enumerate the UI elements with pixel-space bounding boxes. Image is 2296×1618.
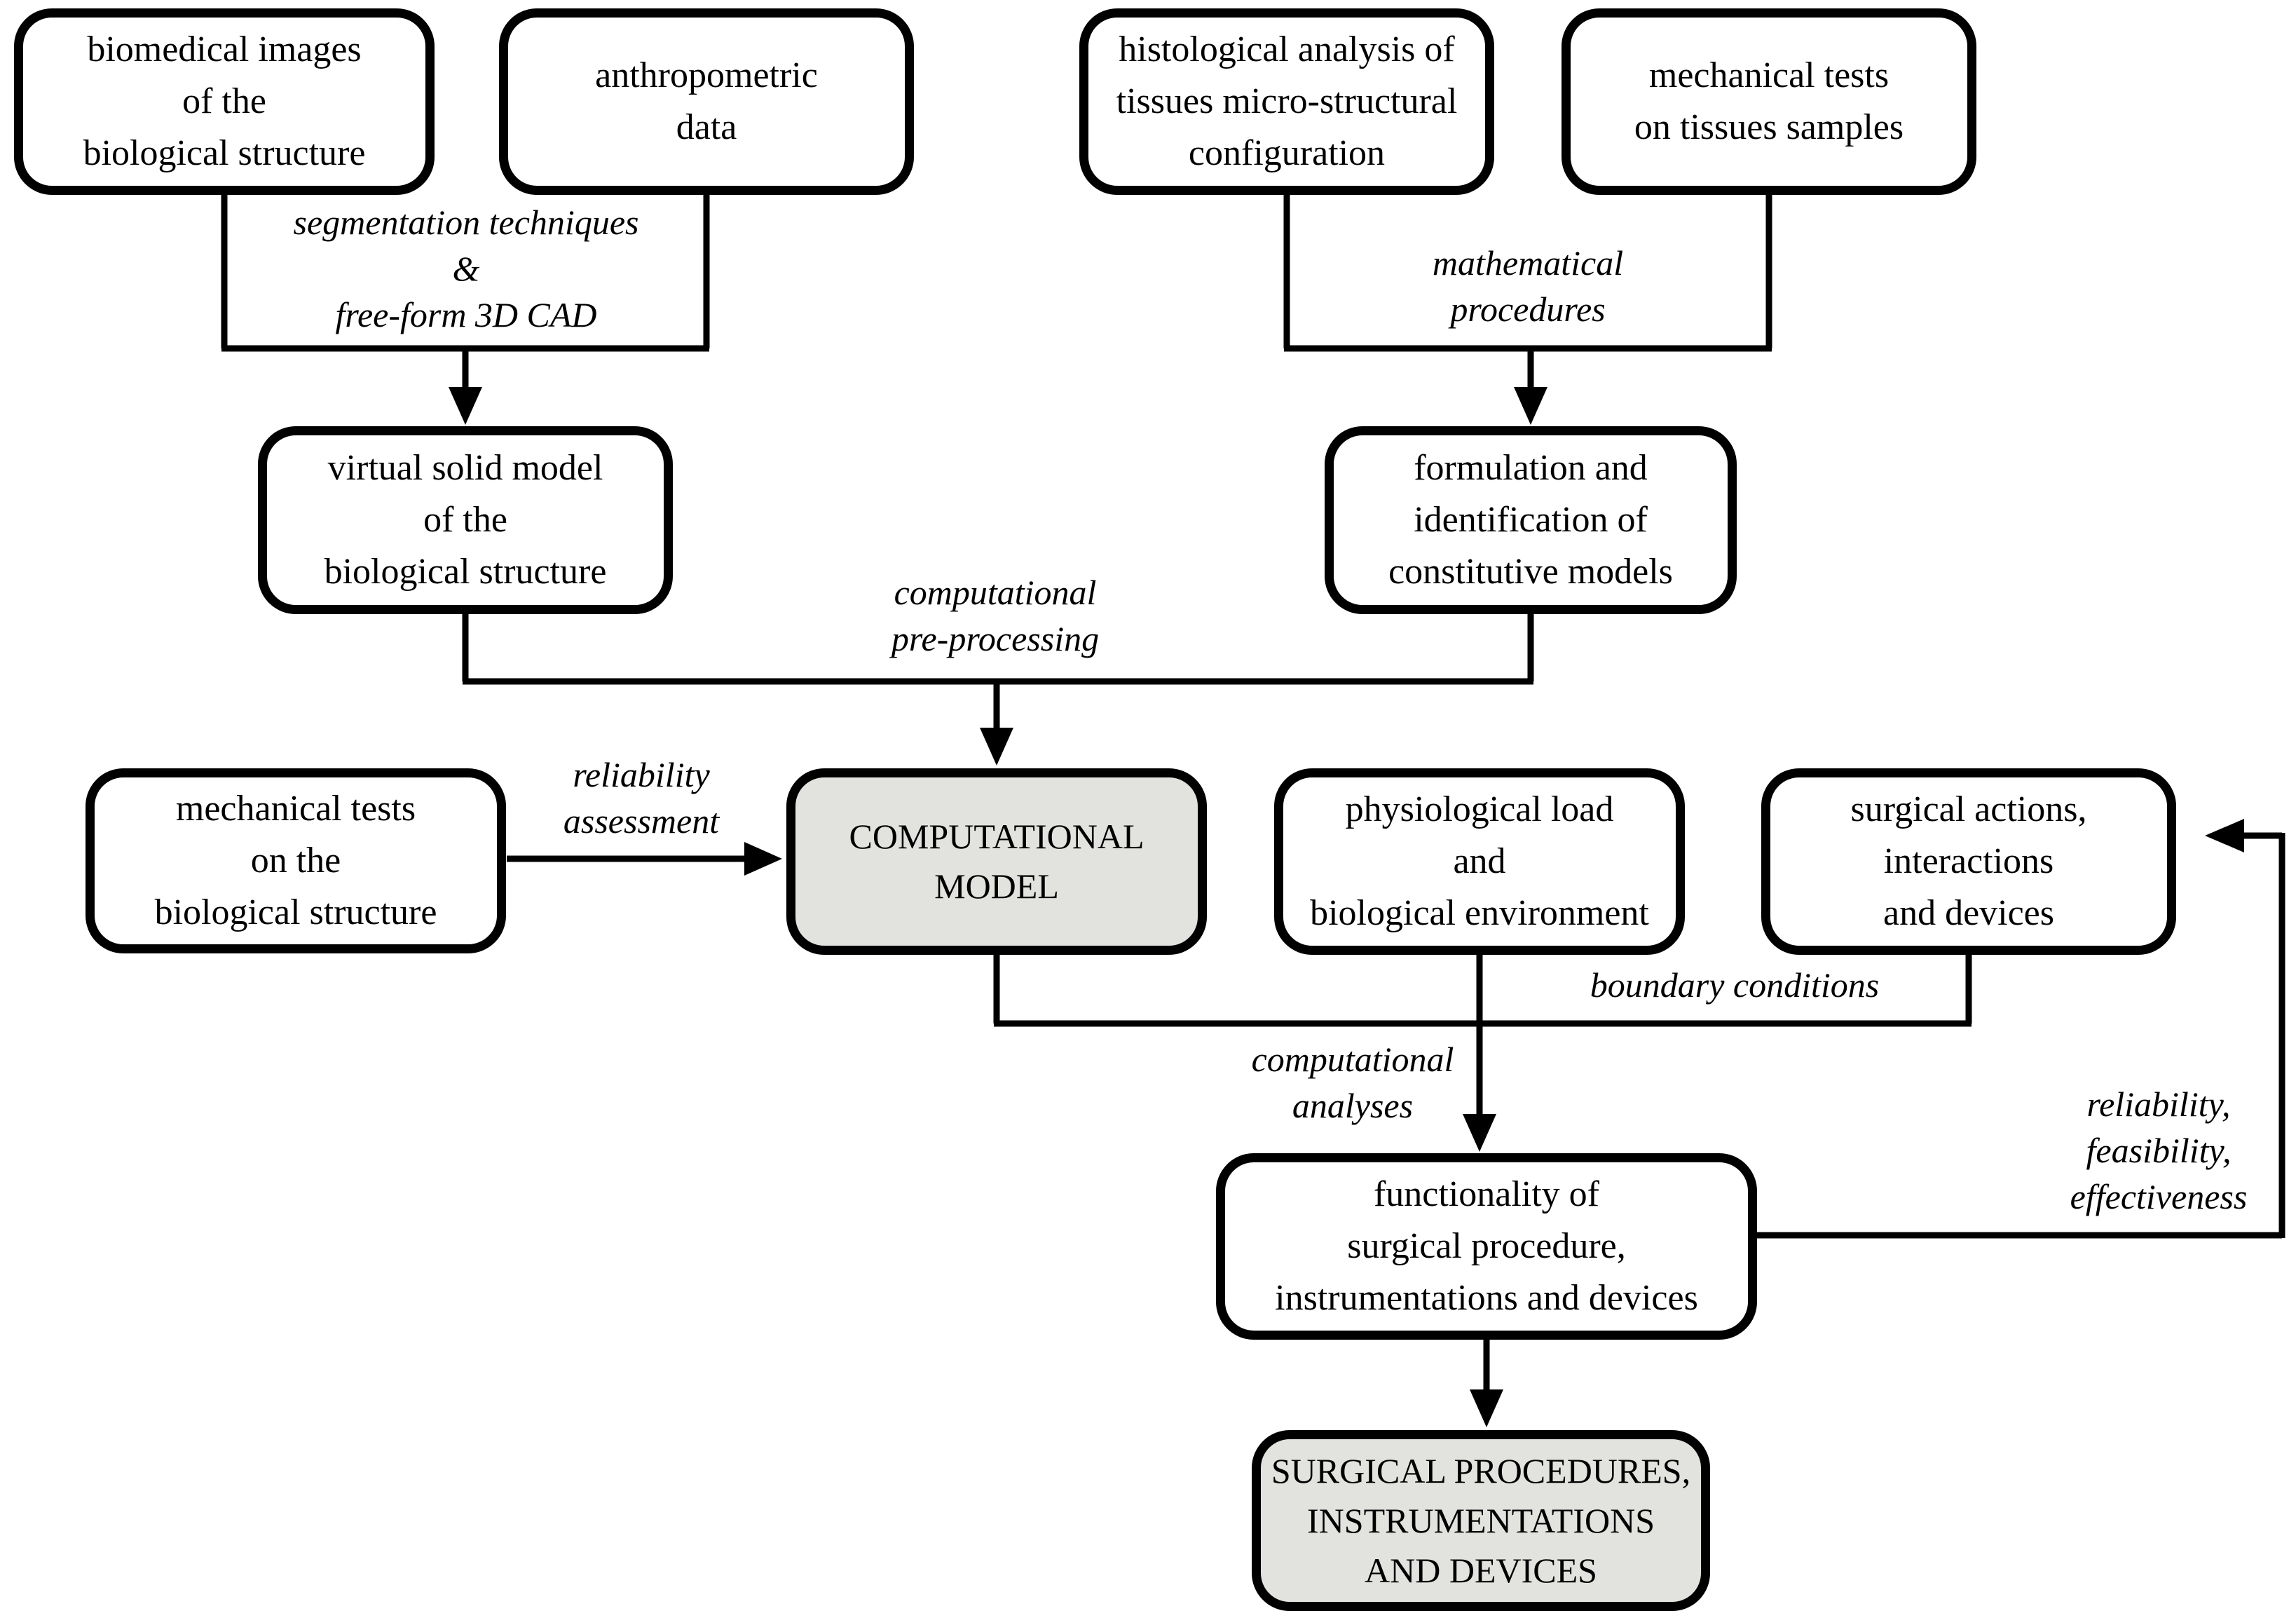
connector-feedback-loop [1756,819,2285,1239]
connector-tissue-data-to-constitutive-models [1283,195,1772,425]
connector-preprocessing-to-computational-model [462,613,1534,766]
edge-label-mathematical-procedures: mathematical procedures [1432,243,1624,329]
box-surgical-actions: surgical actions, interactions and devic… [1761,768,2176,955]
arrowhead-down-icon [1514,387,1547,425]
arrowhead-left-icon [2205,819,2244,852]
edge-label-boundary-conditions: boundary conditions [1590,965,1880,1005]
box-mechanical-tests-tissues: mechanical tests on tissues samples [1562,8,1976,195]
box-surgical-procedures: SURGICAL PROCEDURES, INSTRUMENTATIONS AN… [1252,1430,1710,1611]
box-histological-analysis: histological analysis of tissues micro-s… [1079,8,1494,195]
connector-boundary-conditions-to-functionality [993,953,1972,1152]
arrowhead-right-icon [744,842,782,876]
box-functionality: functionality of surgical procedure, ins… [1216,1153,1757,1340]
box-virtual-solid-model: virtual solid model of the biological st… [258,426,673,614]
edge-label-reliability-feasibility-effectiveness: reliability, feasibility, effectiveness [2070,1085,2248,1216]
arrowhead-down-icon [1463,1114,1496,1152]
edge-label-computational-preprocessing: computational pre-processing [891,573,1100,658]
arrowhead-down-icon [449,387,482,425]
edge-label-segmentation: segmentation techniques & free-form 3D C… [293,203,639,334]
connector-images-to-virtual-model [221,195,710,425]
box-biomedical-images: biomedical images of the biological stru… [14,8,435,195]
box-physiological-load: physiological load and biological enviro… [1274,768,1685,955]
box-constitutive-models: formulation and identification of consti… [1325,426,1737,614]
arrowhead-down-icon [980,728,1013,766]
connector-reliability-assessment-arrow [507,842,782,876]
arrowhead-down-icon [1470,1389,1503,1427]
box-anthropometric-data: anthropometric data [499,8,914,195]
edge-label-computational-analyses: computational analyses [1251,1040,1454,1125]
box-computational-model: COMPUTATIONAL MODEL [786,768,1207,955]
connector-functionality-to-surgical-procedures [1470,1338,1503,1427]
edge-label-reliability-assessment: reliability assessment [563,755,720,841]
box-mechanical-tests-structure: mechanical tests on the biological struc… [86,768,506,953]
